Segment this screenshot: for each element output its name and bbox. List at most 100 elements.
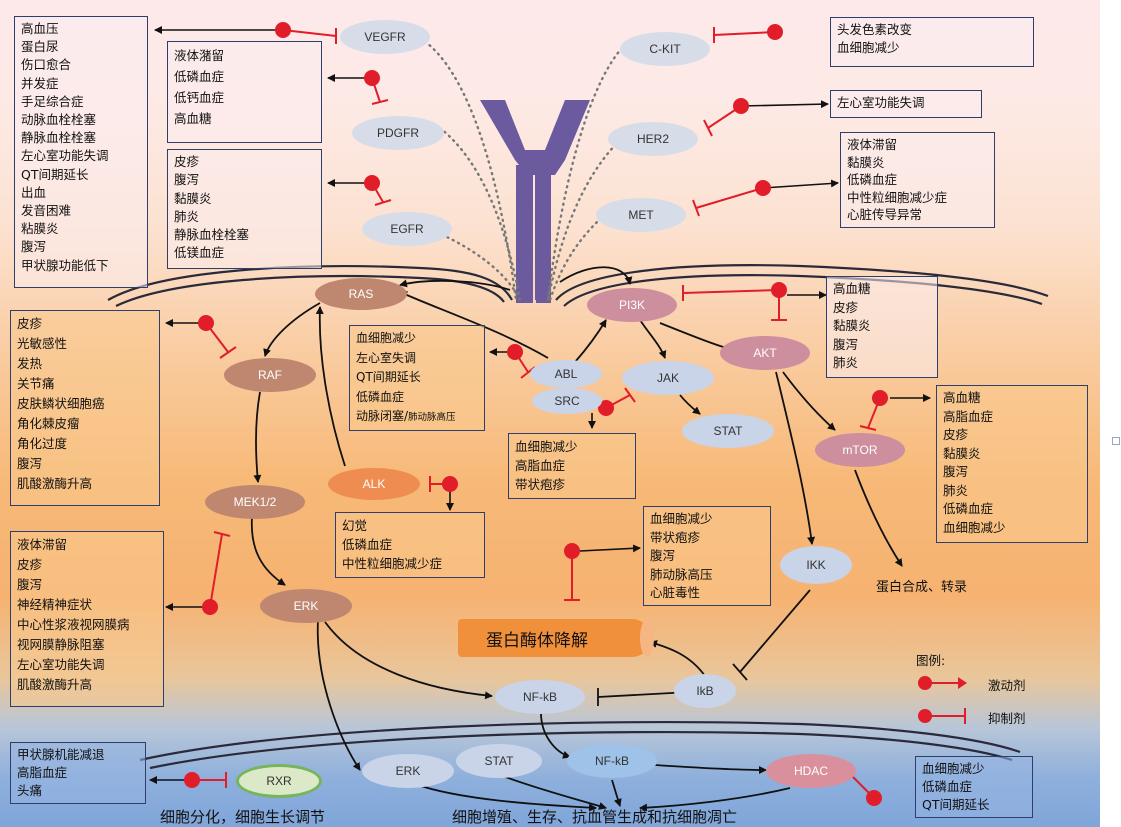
effect-item: 静脉血栓栓塞: [174, 227, 250, 243]
effect-item: 高血压: [21, 21, 59, 36]
effect-item: 血细胞减少: [356, 331, 417, 345]
effect-item: 动脉闭塞/肺动脉高压: [356, 407, 478, 428]
erk-low-node: ERK: [362, 754, 454, 788]
effect-item: 皮疹: [17, 316, 43, 331]
effect-item: 血细胞减少: [515, 439, 578, 454]
mek-effects-box: 液体滞留 皮疹 腹泻 神经精神症状 中心性浆液视网膜病 视网膜静脉阻塞 左心室功…: [10, 531, 164, 707]
rxr-node: RXR: [236, 764, 322, 798]
effect-item: 肌酸激酶升高: [17, 476, 93, 491]
effect-item: 左心室失调: [356, 350, 417, 365]
proliferation-label: 细胞增殖、生存、抗血管生成和抗细胞凋亡: [452, 808, 738, 826]
effect-item: 皮疹: [174, 154, 200, 169]
effect-item: 发音困难: [21, 203, 72, 219]
effect-item: 低磷血症: [922, 779, 973, 794]
src-node: SRC: [532, 388, 602, 414]
effect-item: 幻觉: [342, 518, 368, 533]
effect-item: 血细胞减少: [943, 519, 1006, 535]
effect-item: 出血: [21, 184, 47, 200]
effect-item: 腹泻: [21, 239, 47, 255]
effect-item: 中心性浆液视网膜病: [17, 617, 130, 632]
effect-item: 带状疱疹: [515, 477, 566, 492]
cell-membrane: [107, 264, 1049, 307]
her2-node: HER2: [608, 122, 698, 156]
effect-item: 肺炎: [833, 355, 859, 370]
effect-item: 血细胞减少: [922, 761, 985, 776]
effect-item: 带状疱疹: [650, 529, 701, 545]
effect-item: 角化过度: [17, 436, 68, 451]
effect-item: 神经精神症状: [17, 597, 93, 612]
page-margin: [1100, 0, 1121, 827]
effect-item: 中性粒细胞减少症: [847, 189, 948, 205]
effect-item: 甲状腺机能减退: [17, 747, 105, 762]
effect-item: 皮疹: [833, 299, 859, 315]
nucleus-membrane: [139, 720, 1021, 770]
pathway-arrows: [250, 266, 903, 812]
pi3k-effects-box: 高血糖 皮疹 黏膜炎 腹泻 肺炎: [826, 276, 938, 378]
effect-item: 手足综合症: [21, 93, 84, 109]
effect-item: 关节痛: [17, 376, 55, 391]
effect-item: 黏膜炎: [847, 154, 885, 170]
ckit-node: C-KIT: [620, 32, 710, 66]
effect-item: 肺炎: [943, 482, 969, 498]
ikk-node: IKK: [780, 546, 852, 584]
nfkb-mid-node: NF-kB: [495, 680, 585, 714]
jak-effects-box: 血细胞减少 高脂血症 带状疱疹: [508, 433, 636, 499]
mtor-effects-box: 高血糖 高脂血症 皮疹 黏膜炎 腹泻 肺炎 低磷血症 血细胞减少: [936, 385, 1088, 543]
effect-item: 静脉血栓栓塞: [21, 130, 97, 146]
effect-item: 视网膜静脉阻塞: [17, 637, 105, 652]
pdgfr-effects-box: 液体潴留 低磷血症 低钙血症 高血糖: [167, 41, 322, 143]
effect-item: 皮肤鳞状细胞癌: [17, 396, 105, 411]
effect-item: 左心室功能失调: [21, 148, 109, 164]
pdgfr-node: PDGFR: [352, 116, 444, 150]
akt-node: AKT: [720, 336, 810, 370]
effect-item: 发热: [17, 356, 43, 371]
resize-handle-icon: [1112, 437, 1120, 445]
effect-item: 并发症: [21, 75, 59, 91]
effect-item: 液体潴留: [174, 48, 225, 63]
vegfr-node: VEGFR: [340, 20, 430, 54]
egfr-node: EGFR: [362, 212, 452, 246]
effect-item: 心脏传导异常: [847, 207, 923, 223]
effect-item: 黏膜炎: [833, 318, 871, 333]
effect-item: 高血糖: [174, 111, 212, 126]
mtor-output-label: 蛋白合成、转录: [876, 580, 968, 595]
pi3k-node: PI3K: [587, 288, 677, 322]
receptor-shape: [480, 100, 590, 303]
proteasome-degradation: 蛋白酶体降解: [458, 619, 654, 657]
mek-node: MEK1/2: [205, 485, 305, 519]
effect-item: 腹泻: [174, 172, 200, 188]
effect-item: 腹泻: [650, 548, 676, 563]
effect-item: 肌酸激酶升高: [17, 677, 93, 692]
met-node: MET: [596, 198, 686, 232]
effect-item-main: 动脉闭塞/: [356, 409, 409, 423]
hdac-node: HDAC: [766, 754, 856, 788]
stat-mid-node: STAT: [682, 414, 774, 448]
effect-item: 粘膜炎: [21, 221, 59, 237]
effect-item: 蛋白尿: [21, 39, 59, 55]
legend-symbols: [918, 676, 967, 724]
effect-item: 高血糖: [833, 281, 871, 296]
effect-item: 血细胞减少: [650, 511, 713, 526]
effect-item-sub: 肺动脉高压: [408, 412, 456, 423]
effect-item: 腹泻: [17, 577, 43, 592]
effect-item: 腹泻: [17, 456, 43, 471]
legend-title: 图例:: [916, 653, 946, 668]
abl-node: ABL: [530, 360, 602, 388]
ckit-effects-box: 头发色素改变 血细胞减少: [830, 17, 1034, 67]
effect-item: 中性粒细胞减少症: [342, 556, 443, 571]
effect-item: 左心室功能失调: [17, 657, 105, 672]
effect-item: 光敏感性: [17, 336, 68, 351]
alk-node: ALK: [328, 468, 420, 500]
effect-item: 低磷血症: [174, 69, 225, 84]
effect-item: 黏膜炎: [943, 445, 981, 461]
met-effects-box: 液体滞留 黏膜炎 低磷血症 中性粒细胞减少症 心脏传导异常: [840, 132, 995, 228]
abl-effects-box: 血细胞减少 左心室失调 QT间期延长 低磷血症 动脉闭塞/肺动脉高压: [349, 325, 485, 431]
effect-item: 肺动脉高压: [650, 566, 713, 582]
jak-node: JAK: [622, 361, 714, 395]
effect-item: 高血糖: [943, 390, 981, 405]
effect-item: 头发色素改变: [837, 22, 913, 37]
differentiation-label: 细胞分化，细胞生长调节: [160, 808, 326, 826]
raf-effects-box: 皮疹 光敏感性 发热 关节痛 皮肤鳞状细胞癌 角化棘皮瘤 角化过度 腹泻 肌酸激…: [10, 310, 160, 506]
rxr-effects-box: 甲状腺机能减退 高脂血症 头痛: [10, 742, 146, 804]
